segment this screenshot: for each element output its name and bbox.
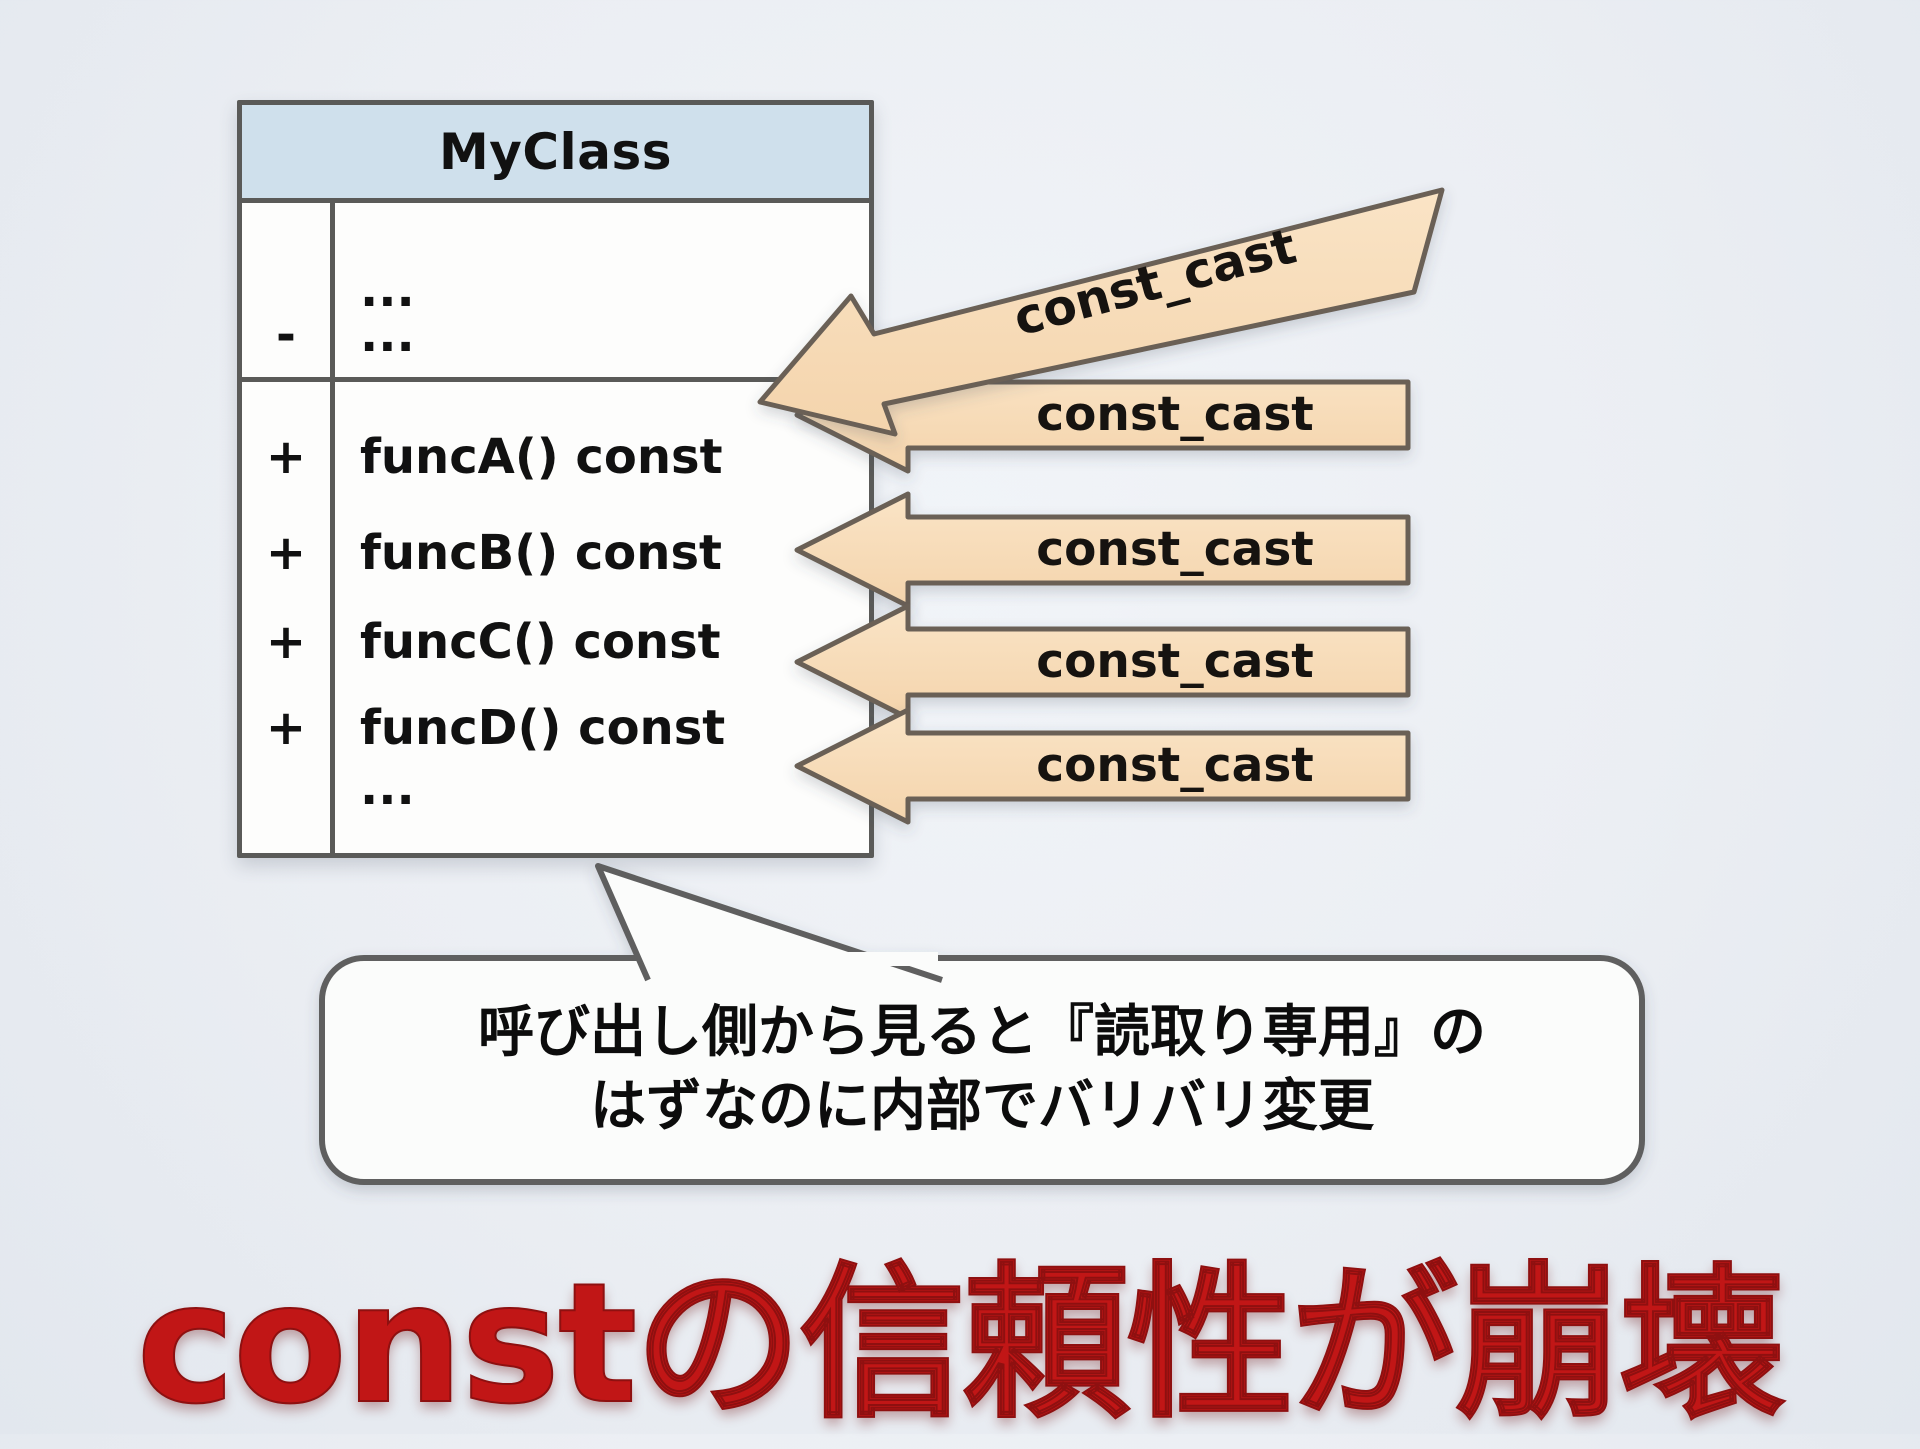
attributes-methods-divider bbox=[242, 377, 869, 382]
const-cast-label-3: const_cast bbox=[1036, 634, 1314, 689]
class-name-header: MyClass bbox=[242, 105, 869, 203]
attribute-row: ... bbox=[360, 307, 415, 363]
method-visibility: + bbox=[265, 429, 307, 485]
const-cast-label-2: const_cast bbox=[1036, 522, 1314, 577]
const-cast-label-diagonal: const_cast bbox=[1007, 217, 1303, 348]
speech-bubble-text: 呼び出し側から見ると『読取り専用』の はずなのに内部でバリバリ変更 bbox=[322, 962, 1642, 1178]
method-row-ellipsis: ... bbox=[360, 760, 415, 816]
const-cast-label-4: const_cast bbox=[1036, 738, 1314, 793]
speech-bubble-line-1: 呼び出し側から見ると『読取り専用』の bbox=[478, 999, 1486, 1065]
method-row-funcB: funcB() const bbox=[360, 525, 722, 581]
member-column-divider bbox=[330, 203, 335, 853]
class-name: MyClass bbox=[439, 122, 672, 181]
const-cast-label-1: const_cast bbox=[1036, 387, 1314, 442]
method-row-funcA: funcA() const bbox=[360, 429, 723, 485]
attribute-visibility: - bbox=[276, 307, 296, 363]
headline: constの信頼性が崩壊 bbox=[136, 1247, 1787, 1442]
method-visibility: + bbox=[265, 614, 307, 670]
uml-class-box: MyClass ... - ... + funcA() const + func… bbox=[237, 100, 874, 858]
method-row-funcD: funcD() const bbox=[360, 700, 726, 756]
speech-bubble-line-2: はずなのに内部でバリバリ変更 bbox=[590, 1074, 1374, 1139]
method-visibility: + bbox=[265, 700, 307, 756]
method-visibility: + bbox=[265, 525, 307, 581]
attribute-row: ... bbox=[360, 262, 415, 318]
method-row-funcC: funcC() const bbox=[360, 614, 721, 670]
